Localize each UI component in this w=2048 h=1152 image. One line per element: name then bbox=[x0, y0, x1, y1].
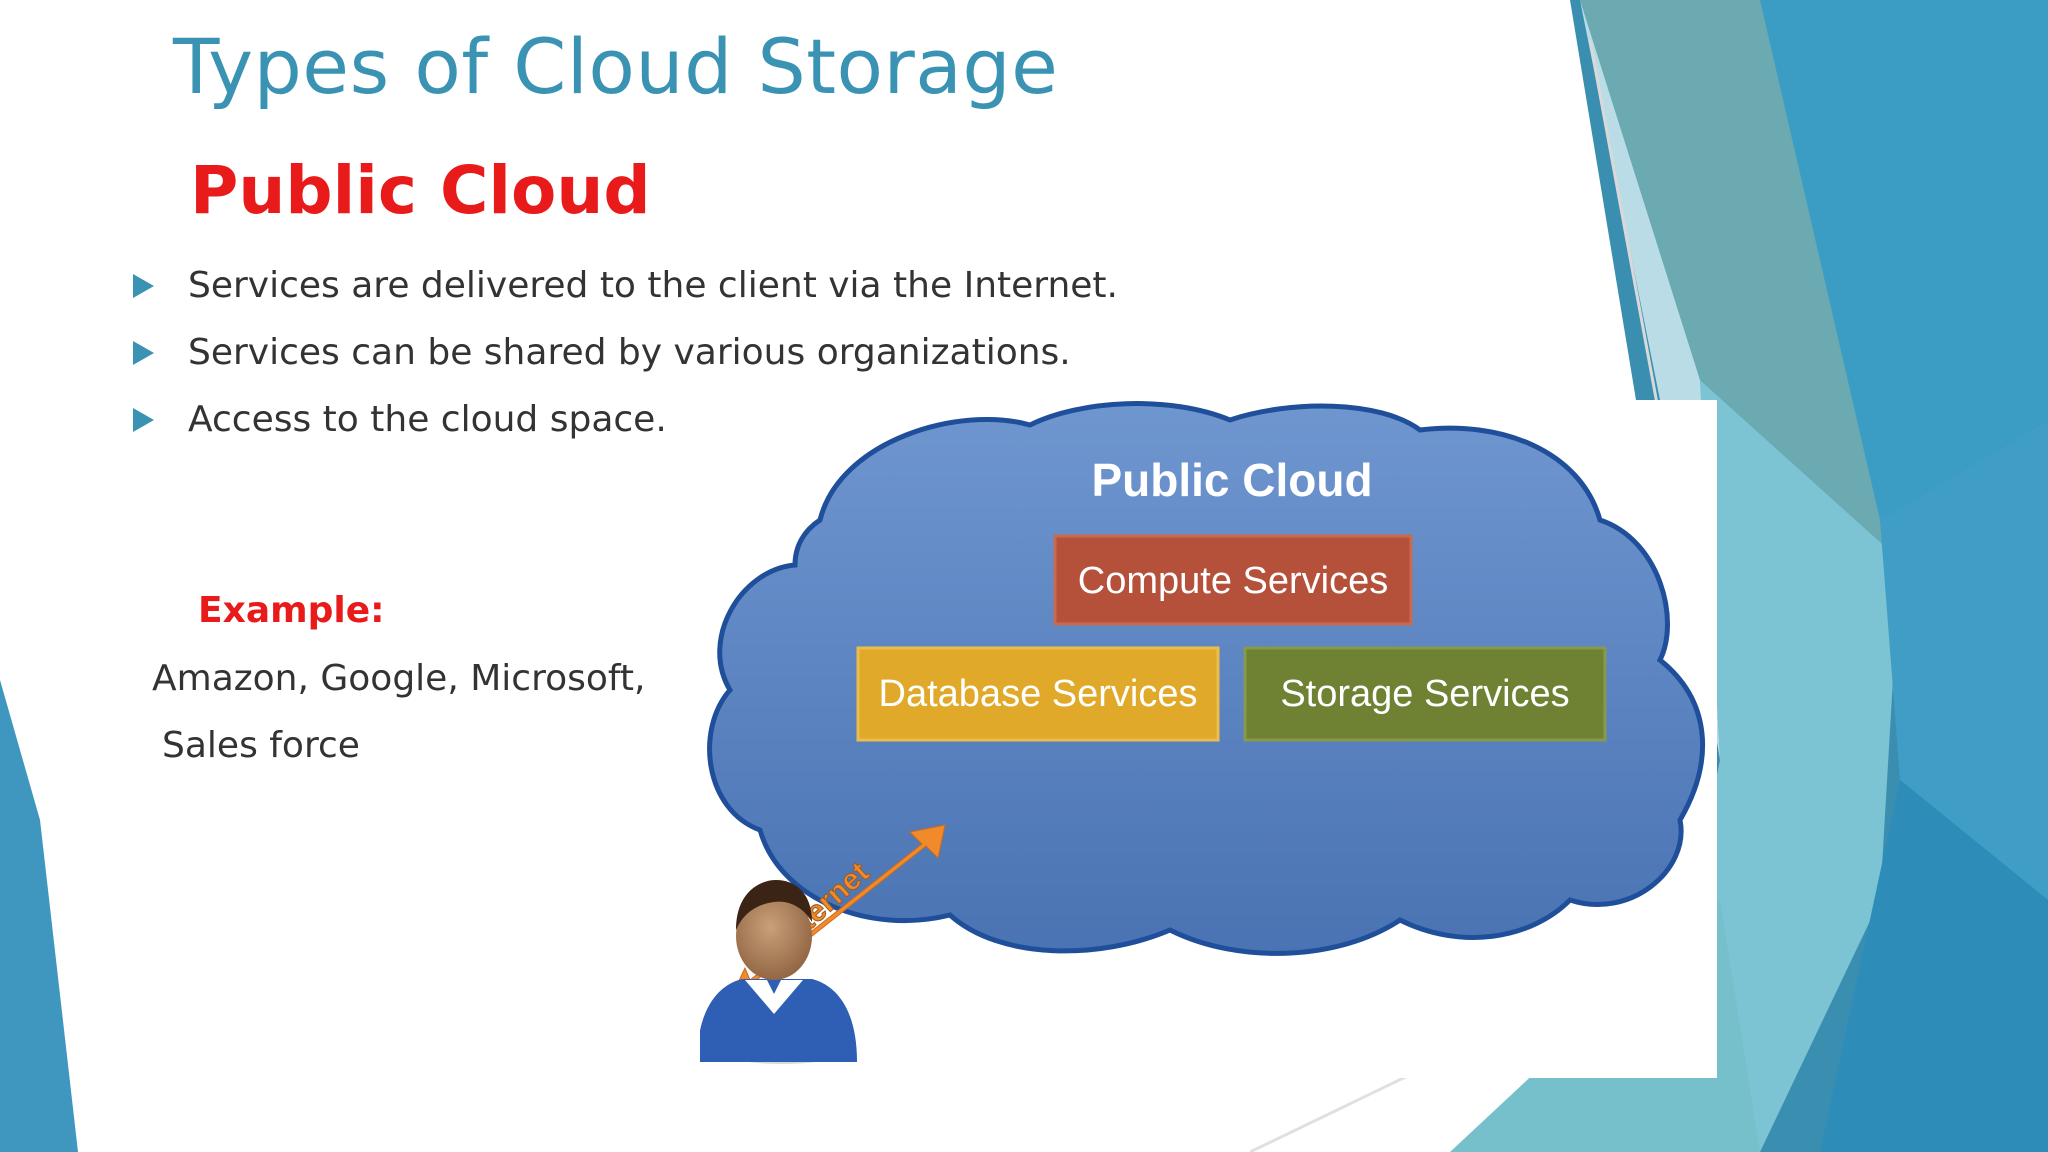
storage-services-label: Storage Services bbox=[1280, 673, 1569, 715]
storage-services-box bbox=[1243, 646, 1607, 742]
decor-facet bbox=[1820, 780, 2048, 1152]
user-icon bbox=[700, 880, 857, 1064]
cloud-title: Public Cloud bbox=[1091, 454, 1372, 506]
decor-facet bbox=[0, 680, 78, 1152]
bullet-item: Services can be shared by various organi… bbox=[130, 319, 1118, 386]
compute-services-box bbox=[1053, 534, 1413, 626]
bullet-list: Services are delivered to the client via… bbox=[130, 252, 1118, 453]
bullet-text: Services are delivered to the client via… bbox=[188, 265, 1118, 306]
bullet-item: Access to the cloud space. bbox=[130, 386, 1118, 453]
triangle-bullet-icon bbox=[133, 340, 154, 365]
example-label: Example: bbox=[198, 590, 385, 631]
slide-title: Types of Cloud Storage bbox=[173, 22, 1059, 111]
decor-facet bbox=[1880, 420, 2048, 900]
slide-subtitle: Public Cloud bbox=[190, 152, 651, 229]
database-services-label: Database Services bbox=[879, 673, 1198, 715]
triangle-bullet-icon bbox=[133, 407, 154, 432]
bullet-text: Access to the cloud space. bbox=[188, 399, 667, 440]
example-line: Sales force bbox=[162, 725, 360, 766]
triangle-bullet-icon bbox=[133, 273, 154, 298]
example-line: Amazon, Google, Microsoft, bbox=[152, 658, 646, 699]
decor-facet bbox=[1580, 0, 1900, 560]
database-services-box bbox=[856, 646, 1220, 742]
decor-facet bbox=[1760, 0, 2048, 520]
bullet-item: Services are delivered to the client via… bbox=[130, 252, 1118, 319]
public-cloud-diagram: Public Cloud Compute Services Database S… bbox=[700, 400, 1717, 1078]
bullet-text: Services can be shared by various organi… bbox=[188, 332, 1071, 373]
decor-facet bbox=[1580, 0, 1720, 760]
compute-services-label: Compute Services bbox=[1078, 560, 1388, 602]
